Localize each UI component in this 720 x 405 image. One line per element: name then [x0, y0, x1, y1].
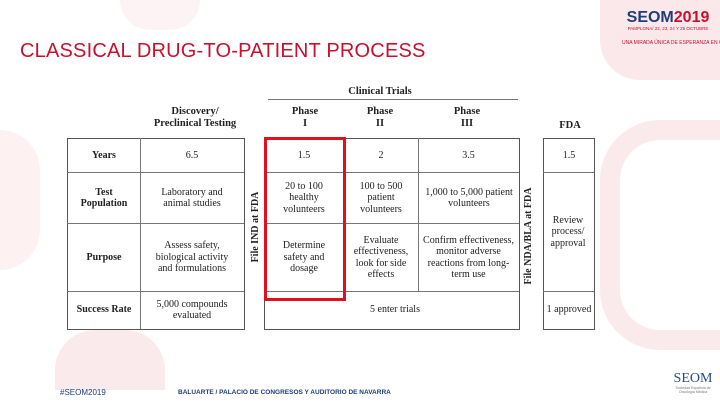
- logo-seom-text: SEOM: [626, 9, 674, 26]
- seom-small-logo: SEOM Sociedad Española de Oncología Médi…: [668, 371, 718, 395]
- cell-population-phase3: 1,000 to 5,000 patient volunteers: [425, 186, 513, 210]
- cell-purpose-phase1: Determine safety and dosage: [282, 240, 326, 275]
- cell-years-phase1: 1.5: [297, 149, 311, 161]
- logo-dates: PAMPLONA/ 22, 23, 24 Y 25 OCTUBRE: [627, 26, 709, 31]
- footer-hashtag: #SEOM2019: [60, 388, 106, 397]
- cell-review-fda: Review process/ approval: [550, 214, 586, 249]
- seom-small-sub: Sociedad Española de Oncología Médica: [675, 386, 711, 394]
- decor-shape-top-right: [600, 0, 720, 80]
- cell-years-preclinical: 6.5: [185, 149, 199, 161]
- row-label-population: Test Population: [80, 186, 128, 210]
- fda-block: [543, 138, 595, 330]
- seom-small-name: SEOM: [673, 371, 713, 386]
- cell-years-phase2: 2: [378, 149, 384, 161]
- cell-years-fda: 1.5: [562, 149, 576, 161]
- cell-success-fda: 1 approved: [546, 304, 592, 316]
- clinical-trials-header: Clinical Trials: [348, 86, 412, 97]
- cell-purpose-phase3: Confirm effectiveness, monitor adverse r…: [423, 234, 514, 281]
- decor-shape-left: [0, 130, 40, 270]
- file-nda-label: File NDA/BLA at FDA: [523, 187, 534, 285]
- decor-shape-top-left: [120, 0, 200, 30]
- phase1-highlight-box: [264, 137, 346, 301]
- row-label-purpose: Purpose: [86, 251, 122, 263]
- preclinical-block: [67, 138, 245, 330]
- file-ind-label: File IND at FDA: [250, 191, 261, 263]
- col-header-fda: FDA: [559, 120, 581, 131]
- logo-year-text: 2019: [673, 9, 710, 26]
- cell-purpose-preclinical: Assess safety, biological activity and f…: [155, 240, 229, 275]
- cell-success-trials: 5 enter trials: [370, 304, 420, 316]
- clinical-trials-rule: [268, 99, 518, 100]
- footer-venue: BALUARTE / PALACIO DE CONGRESOS Y AUDITO…: [178, 389, 391, 396]
- decor-shape-right: [600, 120, 720, 350]
- logo-tagline: UNA MIRADA ÚNICA DE ESPERANZA EN CÁNCER: [622, 40, 720, 46]
- col-header-preclinical: Discovery/Preclinical Testing: [153, 106, 237, 129]
- cell-population-preclinical: Laboratory and animal studies: [161, 186, 223, 210]
- cell-population-phase1: 20 to 100 healthy volunteers: [283, 180, 325, 215]
- row-label-years: Years: [92, 149, 116, 161]
- slide-title: CLASSICAL DRUG-TO-PATIENT PROCESS: [20, 40, 426, 62]
- seom2019-logo: SEOM2019 PAMPLONA/ 22, 23, 24 Y 25 OCTUB…: [622, 9, 720, 47]
- cell-population-phase2: 100 to 500 patient volunteers: [359, 180, 403, 215]
- row-label-success: Success Rate: [76, 304, 132, 316]
- cell-purpose-phase2: Evaluate effectiveness, look for side ef…: [353, 234, 409, 281]
- cell-success-preclinical: 5,000 compounds evaluated: [156, 298, 228, 322]
- cell-years-phase3: 3.5: [462, 149, 475, 161]
- decor-shape-bottom-left: [55, 330, 165, 390]
